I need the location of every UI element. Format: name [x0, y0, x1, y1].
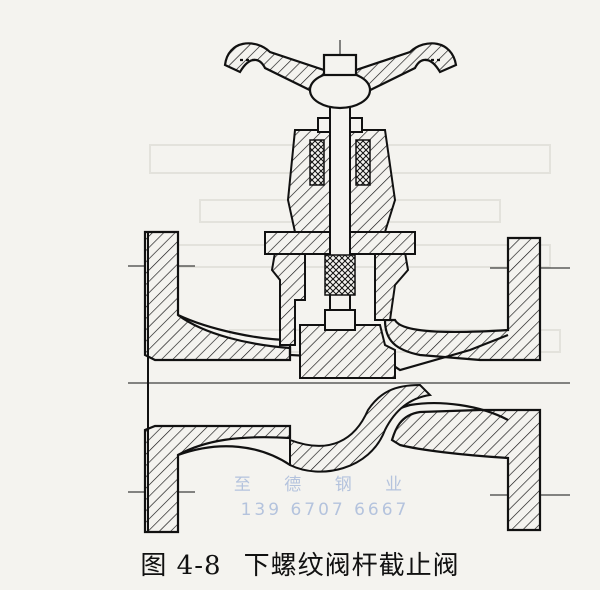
figure-title: 下螺纹阀杆截止阀: [243, 551, 460, 581]
handwheel: [223, 42, 458, 110]
disc-nut: [324, 309, 356, 331]
packing-right: [355, 139, 371, 186]
watermark-company: 至 德 钢 业: [233, 475, 417, 495]
right-flange: [383, 236, 542, 362]
watermark-phone: 139 6707 6667: [240, 500, 410, 520]
valve-disc: [299, 324, 396, 379]
figure-number: 图 4-8: [140, 551, 222, 581]
stem-thread: [324, 254, 356, 296]
packing: [309, 139, 325, 186]
right-flange-lower: [390, 408, 542, 532]
handwheel-nut: [322, 53, 358, 77]
figure-caption: 图 4-8 下螺纹阀杆截止阀: [0, 545, 600, 582]
bonnet-left: [270, 234, 306, 346]
valve-seat-web: [289, 383, 433, 473]
